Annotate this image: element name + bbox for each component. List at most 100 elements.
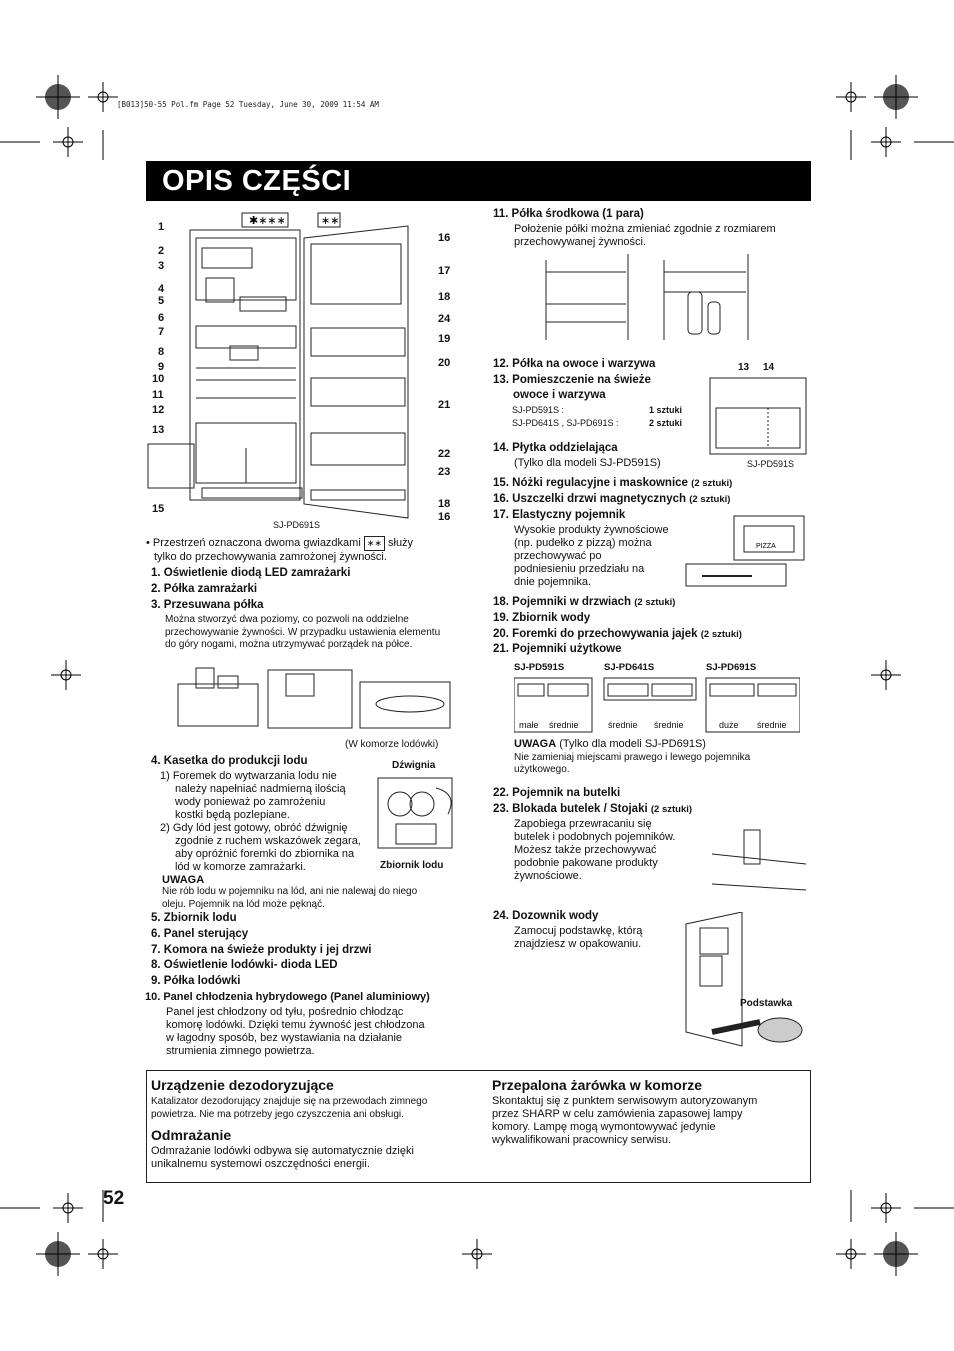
callout-19: 19	[438, 333, 450, 345]
trim-lines	[0, 130, 954, 1222]
item-3-desc: Można stworzyć dwa poziomy, co pozwoli n…	[165, 614, 440, 652]
defrost-desc: Odmrażanie lodówki odbywa się automatycz…	[151, 1145, 471, 1171]
ice-maker-figure	[376, 774, 464, 856]
item-3: 3. Przesuwana półka	[151, 598, 264, 613]
item-12: 12. Półka na owoce i warzywa	[493, 357, 655, 372]
util-1-left: małe	[519, 720, 539, 730]
item-15: 15. Nóżki regulacyjne i maskownice (2 sz…	[493, 476, 732, 491]
item-10-desc: Panel jest chłodzony od tyłu, pośrednio …	[166, 1006, 425, 1058]
item-17: 17. Elastyczny pojemnik	[493, 508, 625, 523]
page-number: 52	[103, 1188, 124, 1210]
item-14-desc: (Tylko dla modeli SJ-PD591S)	[514, 457, 661, 470]
callout-16a: 16	[438, 232, 450, 244]
callout-10: 10	[152, 373, 164, 385]
fridge-diagram: ✱∗∗∗ ∗∗ ‎	[146, 208, 466, 530]
callout-11: 11	[152, 389, 164, 401]
callout-23: 23	[438, 466, 450, 478]
callout-20: 20	[438, 357, 450, 369]
shelf-figure-caption: (W komorze lodówki)	[345, 738, 438, 751]
item-4-p2: 2) Gdy lód jest gotowy, obróć dźwignię z…	[160, 822, 361, 874]
reg-mark-bottom-right-circle	[874, 1232, 918, 1276]
bulb-title: Przepalona żarówka w komorze	[492, 1077, 802, 1093]
crisper-callout-14: 14	[763, 362, 774, 373]
item-2: 2. Półka zamrażarki	[151, 582, 257, 597]
item-4-p1: 1) Foremek do wytwarzania lodu nie należ…	[160, 770, 346, 822]
svg-text:PIZZA: PIZZA	[756, 543, 776, 550]
callout-12: 12	[152, 404, 164, 416]
lever-label: Dźwignia	[392, 760, 435, 771]
middle-shelf-figure	[540, 252, 810, 348]
item-19: 19. Zbiornik wody	[493, 611, 590, 626]
util-2-right: średnie	[654, 720, 684, 730]
reg-mark-top-left-circle	[36, 75, 80, 119]
callout-6: 6	[158, 312, 164, 324]
callout-18a: 18	[438, 291, 450, 303]
crisper-model: SJ-PD591S	[747, 459, 794, 469]
crisper-figure	[706, 374, 810, 458]
bulb-desc: Skontaktuj się z punktem serwisowym auto…	[492, 1095, 802, 1147]
item-4-note: Nie rób lodu w pojemniku na lód, ani nie…	[162, 885, 417, 911]
item-21: 21. Pojemniki użytkowe	[493, 642, 621, 657]
item-16: 16. Uszczelki drzwi magnetycznych (2 szt…	[493, 492, 730, 507]
uwaga2: UWAGA (Tylko dla modeli SJ-PD691S)	[514, 738, 706, 750]
callout-3: 3	[158, 260, 164, 272]
item-5: 5. Zbiornik lodu	[151, 911, 237, 926]
two-star-note: • Przestrzeń oznaczona dwoma gwiazdkami …	[146, 536, 413, 564]
item-1: 1. Oświetlenie diodą LED zamrażarki	[151, 566, 350, 581]
item-17-desc: Wysokie produkty żywnościowe(np. pudełko…	[514, 524, 669, 589]
deodorizer-title: Urządzenie dezodoryzujące	[151, 1077, 471, 1093]
callout-1: 1	[158, 221, 164, 233]
util-1-right: średnie	[549, 720, 579, 730]
callout-18b: 18	[438, 498, 450, 510]
callout-7: 7	[158, 326, 164, 338]
callout-21: 21	[438, 399, 450, 411]
callout-24: 24	[438, 313, 450, 325]
reg-mark-top-right-circle	[874, 75, 918, 119]
callout-16b: 16	[438, 511, 450, 523]
callout-5: 5	[158, 295, 164, 307]
crisper-callout-13: 13	[738, 362, 749, 373]
bottle-stopper-figure	[712, 824, 810, 896]
item-20: 20. Foremki do przechowywania jajek (2 s…	[493, 627, 742, 642]
item-13-models: SJ-PD591S :1 sztuki SJ-PD641S , SJ-PD691…	[512, 404, 682, 430]
deodorizer-desc: Katalizator dezodorujący znajduje się na…	[151, 1095, 471, 1121]
sliding-shelf-figure	[170, 662, 460, 738]
svg-text:✱∗∗∗: ✱∗∗∗	[249, 214, 286, 227]
item-14: 14. Płytka oddzielająca	[493, 441, 618, 456]
reg-mark-bottom-left-circle	[36, 1232, 80, 1276]
util-model-3: SJ-PD691S	[706, 662, 756, 673]
item-11-desc: Położenie półki można zmieniać zgodnie z…	[514, 223, 776, 249]
uwaga2-desc: Nie zamieniaj miejscami prawego i lewego…	[514, 752, 750, 776]
item-9: 9. Półka lodówki	[151, 974, 240, 989]
callout-13: 13	[152, 424, 164, 436]
file-meta: [B013]50-55 Pol.fm Page 52 Tuesday, June…	[117, 100, 379, 109]
item-11: 11. Półka środkowa (1 para)	[493, 207, 644, 222]
item-10: 10. Panel chłodzenia hybrydowego (Panel …	[145, 990, 430, 1005]
item-22: 22. Pojemnik na butelki	[493, 786, 620, 801]
item-7: 7. Komora na świeże produkty i jej drzwi	[151, 943, 371, 958]
water-dispenser-figure	[682, 912, 806, 1056]
ice-bin-label: Zbiornik lodu	[380, 860, 443, 871]
util-model-1: SJ-PD591S	[514, 662, 564, 673]
page-title: OPIS CZĘŚCI	[146, 161, 811, 201]
util-model-2: SJ-PD641S	[604, 662, 654, 673]
util-2-left: średnie	[608, 720, 638, 730]
stand-label: Podstawka	[740, 998, 792, 1009]
callout-15: 15	[152, 503, 164, 515]
item-4: 4. Kasetka do produkcji lodu	[151, 754, 308, 769]
callout-22: 22	[438, 448, 450, 460]
util-3-right: średnie	[757, 720, 787, 730]
item-24: 24. Dozownik wody	[493, 909, 598, 924]
callout-9: 9	[158, 361, 164, 373]
deodorizer-section: Urządzenie dezodoryzujące Katalizator de…	[151, 1077, 471, 1171]
callout-8: 8	[158, 346, 164, 358]
util-3-left: duże	[719, 720, 739, 730]
bulb-section: Przepalona żarówka w komorze Skontaktuj …	[492, 1077, 802, 1147]
item-23: 23. Blokada butelek / Stojaki (2 sztuki)	[493, 802, 692, 817]
item-6: 6. Panel sterujący	[151, 927, 248, 942]
svg-text:∗∗: ∗∗	[321, 214, 339, 227]
callout-2: 2	[158, 245, 164, 257]
